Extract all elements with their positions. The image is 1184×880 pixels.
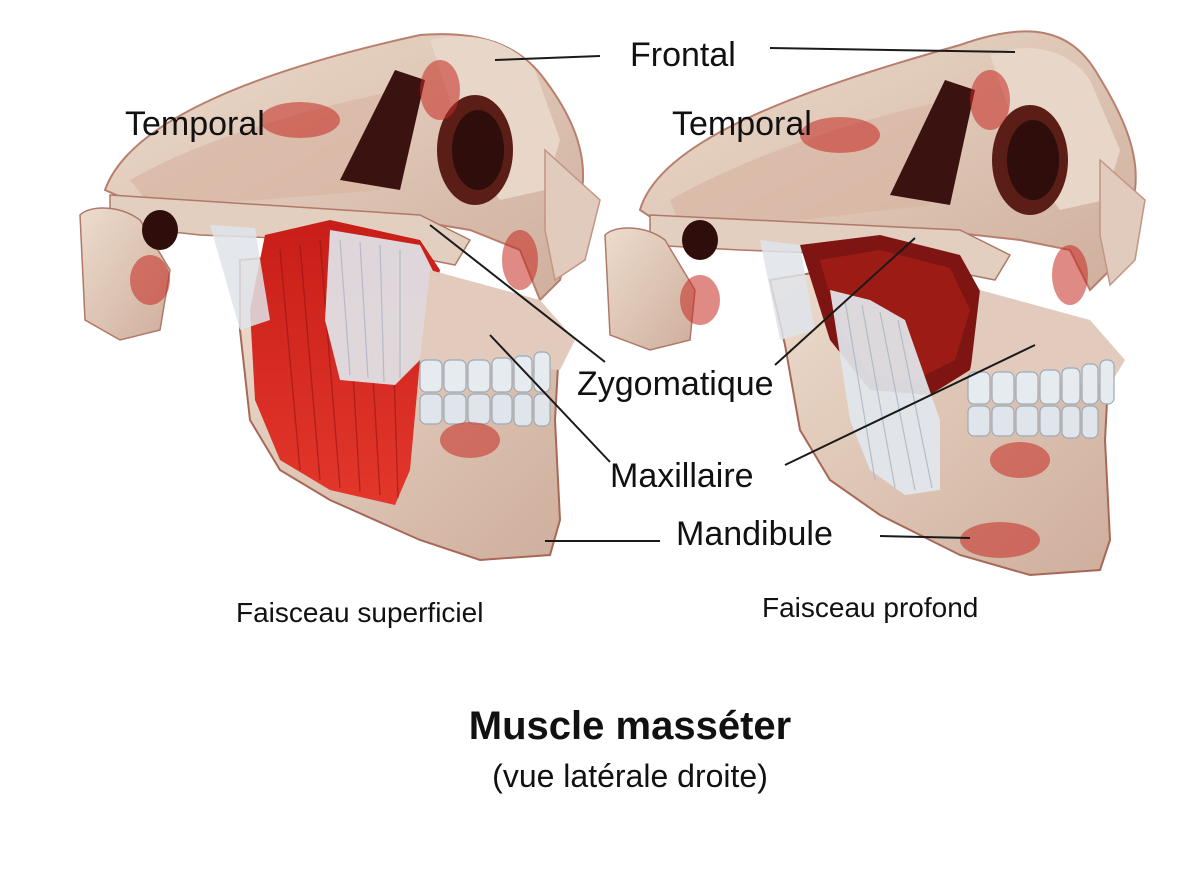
caption-superficial: Faisceau superficiel [236,597,484,628]
leader-lines [429,47,1036,542]
label-temporal-right: Temporal [672,105,812,143]
leader-maxillaire-left [489,334,611,463]
caption-deep: Faisceau profond [762,592,979,623]
leader-maxillaire-right [784,344,1036,466]
label-temporal-left: Temporal [125,105,265,143]
leader-frontal-left [494,55,601,61]
label-maxillaire: Maxillaire [610,457,754,495]
label-zygomatique: Zygomatique [577,365,774,403]
leader-zygomatique-left [429,224,606,363]
figure-subtitle: (vue latérale droite) [492,758,768,794]
leader-frontal-right [769,47,1016,53]
leader-zygomatique-right [774,237,916,366]
label-mandibule: Mandibule [676,515,833,553]
figure-title: Muscle masséter [468,704,792,748]
label-frontal: Frontal [630,36,736,74]
skull-deep-drawing [604,30,1146,577]
skull-superficial-drawing [79,33,601,562]
leader-mandibule-right [879,535,971,539]
